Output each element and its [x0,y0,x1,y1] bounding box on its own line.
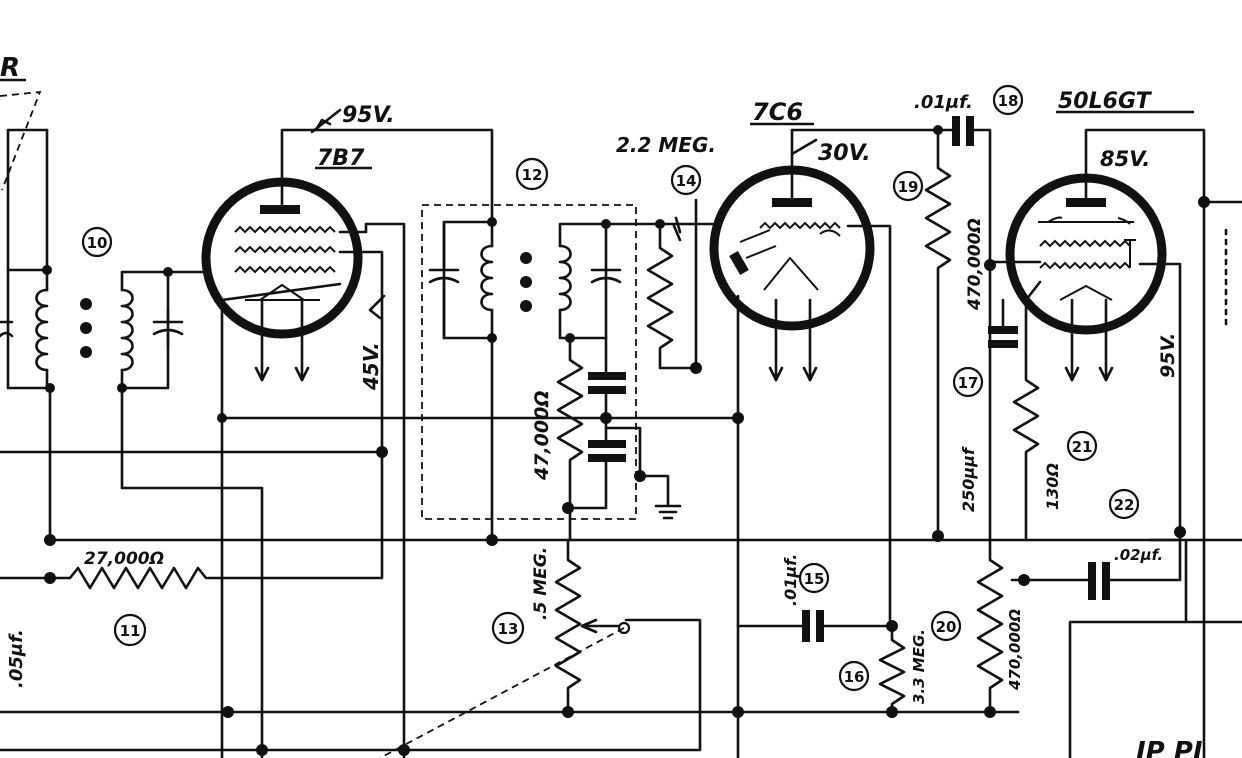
resistor-14: 2.2 MEG. 14 [616,133,716,374]
label-2-2-meg: 2.2 MEG. [616,133,716,157]
ref-17: 17 [958,374,979,392]
tube-7c6-label: 7C6 [752,98,803,126]
if-can-12: 12 47,000Ω [421,157,692,546]
if-transformer-10: 10 [0,128,184,393]
partial-bottom-right: IP PI [1068,538,1242,758]
bus-wires: 27,000Ω 11 .05μf. [0,386,1242,758]
label-27000-ohm: 27,000Ω [84,549,164,569]
tube-50l6gt: 50L6GT 85V. 95V. [1005,89,1242,758]
ref-16: 16 [844,668,865,686]
volume-pot-13: 13 .5 MEG. [379,538,631,758]
tube-7b7-screen-voltage: 45V. [359,342,383,391]
ref-15: 15 [804,570,825,588]
label-c17-value: 250μμf [959,446,978,512]
tube-7c6-plate-voltage: 30V. [818,141,871,166]
label-r21-value: 130Ω [1043,463,1062,510]
ref-10: 10 [87,234,108,252]
ref-12: 12 [522,166,543,184]
tube-50l6gt-label: 50L6GT [1058,89,1153,114]
ref-18: 18 [998,92,1019,110]
ref-13: 13 [498,620,519,638]
coupling-18-19: .01μf. 18 19 470,000Ω [892,84,1024,542]
ref-14: 14 [676,172,697,190]
label-47000-ohm: 47,000Ω [531,391,553,481]
ref-19: 19 [898,178,919,196]
label-c05-value: .05μf. [6,629,27,688]
tube-50l6gt-plate-voltage: 85V. [1100,147,1150,171]
partial-top-left: R [0,53,42,191]
cathode-17-21: 17 250μμf 21 130Ω [952,298,1098,512]
tube-7b7-plate-voltage: 95V. [342,103,395,128]
partial-label-bottom-right: IP PI [1136,737,1203,758]
tube-7c6: 7C6 30V. [709,98,942,758]
ref-21: 21 [1072,438,1093,456]
label-r16-value: 3.3 MEG. [910,629,928,704]
label-pot-value: .5 MEG. [531,547,551,620]
ref-11: 11 [120,622,141,640]
label-r20-value: 470,000Ω [1006,609,1024,691]
partial-label-r: R [0,53,20,83]
label-c18-value: .01μf. [914,92,973,113]
ref-20: 20 [936,618,957,636]
tube-50l6gt-screen-voltage: 95V. [1157,333,1179,378]
label-r19-value: 470,000Ω [965,218,985,311]
coupling-15-16-20-22: .01μf. 15 16 3.3 MEG. 20 470,000Ω 22 .02… [736,263,1182,714]
label-c15-value: .01μf. [781,554,800,606]
label-c22-value: .02μf. [1114,546,1163,564]
tube-7b7: 7B7 95V. 45V. [166,103,740,758]
ref-22: 22 [1114,496,1135,514]
